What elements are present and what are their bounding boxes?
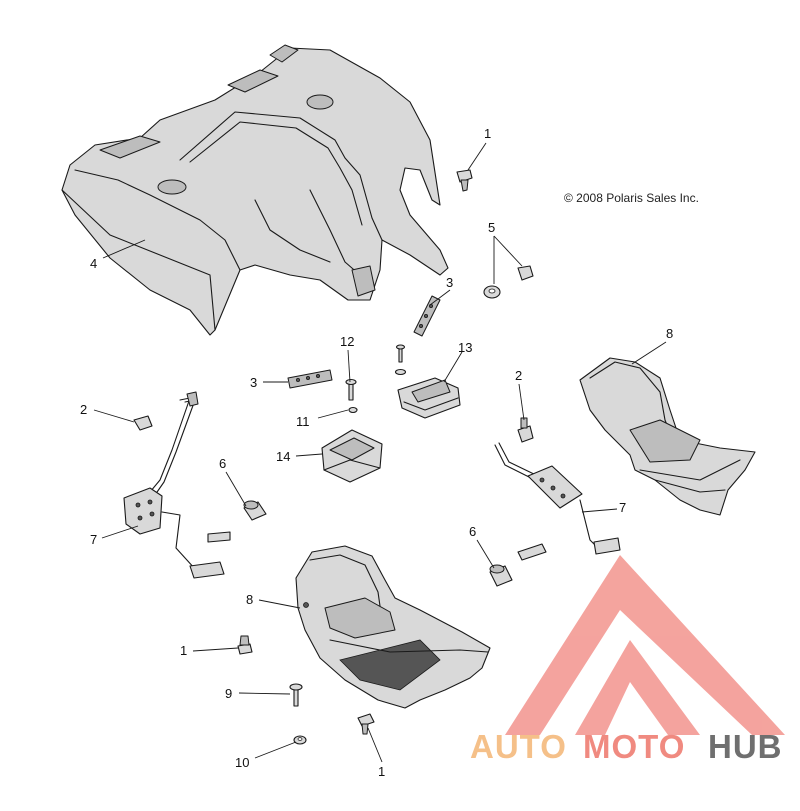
copyright-text: © 2008 Polaris Sales Inc. bbox=[564, 191, 699, 205]
watermark-hub: HUB bbox=[708, 728, 783, 765]
footrest-bracket-part-7-left bbox=[123, 391, 231, 579]
callout-labels: 1 1 1 2 2 3 3 4 5 6 6 7 7 8 8 9 10 11 12… bbox=[80, 126, 673, 779]
grip-strip-part-3-upper bbox=[413, 295, 441, 337]
bolt-part-12 bbox=[345, 378, 357, 401]
nut-part-10 bbox=[293, 735, 307, 745]
footwell-part-8-lower bbox=[295, 545, 491, 709]
callout-1-lower: 1 bbox=[378, 764, 385, 779]
screw-part-9 bbox=[289, 683, 303, 707]
callout-14: 14 bbox=[276, 449, 290, 464]
callout-6-right: 6 bbox=[469, 524, 476, 539]
callout-7-left: 7 bbox=[90, 532, 97, 547]
callout-8-right: 8 bbox=[666, 326, 673, 341]
footrest-bracket-part-7-right bbox=[494, 442, 621, 561]
bushing-part-6-right bbox=[489, 564, 513, 587]
callout-7-right: 7 bbox=[619, 500, 626, 515]
bracket-part-13 bbox=[394, 344, 461, 419]
leader-lines bbox=[93, 142, 667, 763]
rear-fender-part-4 bbox=[61, 44, 449, 336]
callout-1-middle: 1 bbox=[180, 643, 187, 658]
callout-13: 13 bbox=[458, 340, 472, 355]
grip-strip-part-3-lower bbox=[287, 369, 333, 389]
clip-part-2-right bbox=[517, 417, 534, 443]
callout-9: 9 bbox=[225, 686, 232, 701]
watermark-moto: MOTO bbox=[583, 728, 685, 765]
callout-8-lower: 8 bbox=[246, 592, 253, 607]
watermark-logo bbox=[505, 555, 785, 735]
bushing-part-6-left bbox=[243, 500, 267, 521]
callout-5: 5 bbox=[488, 220, 495, 235]
callout-1-upper: 1 bbox=[484, 126, 491, 141]
washer-nut-part-5 bbox=[483, 265, 534, 299]
callout-6-left: 6 bbox=[219, 456, 226, 471]
watermark-text: AUTO MOTO HUB bbox=[470, 728, 783, 765]
callout-11: 11 bbox=[296, 414, 310, 429]
watermark-auto: AUTO bbox=[470, 728, 567, 765]
callout-2-left: 2 bbox=[80, 402, 87, 417]
callout-10: 10 bbox=[235, 755, 249, 770]
callout-3-upper: 3 bbox=[446, 275, 453, 290]
clip-part-2-left bbox=[133, 415, 153, 431]
block-part-14 bbox=[321, 429, 383, 483]
push-rivet-upper bbox=[456, 169, 473, 192]
washer-part-11 bbox=[348, 406, 358, 414]
callout-12: 12 bbox=[340, 334, 354, 349]
callout-3-lower: 3 bbox=[250, 375, 257, 390]
callout-2-right: 2 bbox=[515, 368, 522, 383]
footwell-part-8-right bbox=[579, 357, 756, 516]
callout-4: 4 bbox=[90, 256, 97, 271]
push-rivet-middle bbox=[237, 635, 253, 655]
push-rivet-lower bbox=[357, 713, 375, 735]
